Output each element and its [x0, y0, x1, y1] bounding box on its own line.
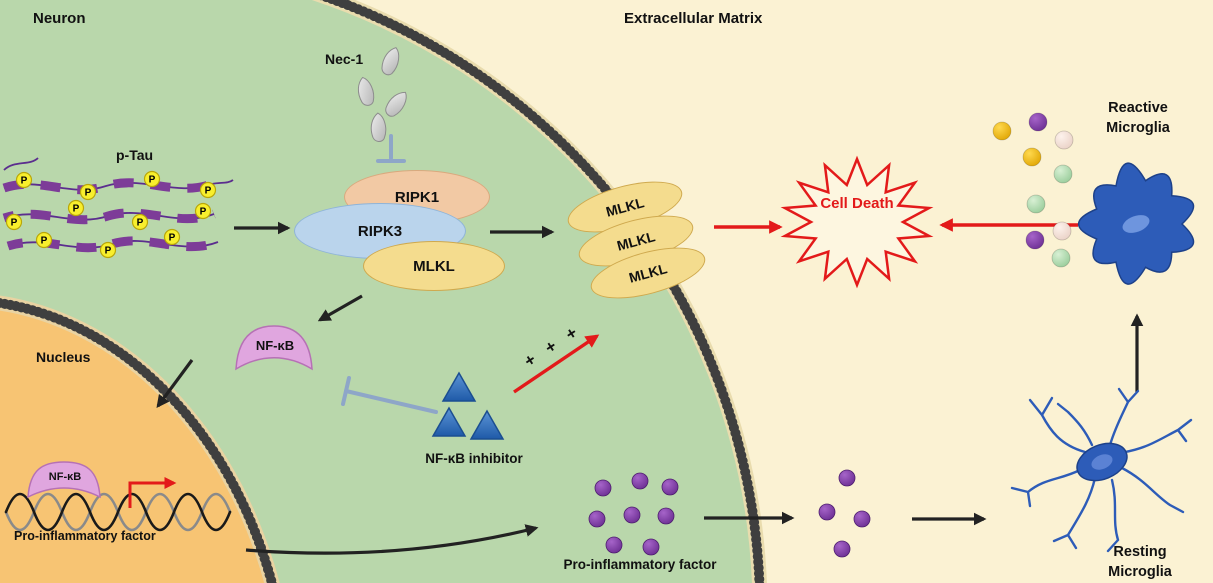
nucleus-label: Nucleus — [36, 349, 91, 365]
resting-microglia-label: Resting Microglia — [1108, 544, 1172, 581]
arrow-nucleus-to-factors — [245, 524, 539, 555]
signal-molecule-dots — [992, 112, 1074, 268]
nfkb-inhibition-line — [341, 376, 438, 414]
p-tau-label: p-Tau — [116, 147, 154, 163]
black-arrows — [156, 221, 1144, 555]
nfkb-nucleus-label: NF-κB — [48, 471, 82, 483]
ripk1-label: RIPK1 — [394, 188, 440, 206]
dna-helix — [4, 492, 232, 532]
ripk3-label: RIPK3 — [357, 222, 403, 240]
phospho-label: P — [205, 186, 212, 197]
phospho-label: P — [73, 204, 80, 215]
nfkb-shape — [235, 325, 313, 371]
phospho-label: P — [149, 175, 156, 186]
nfkb-nucleus-shape — [27, 461, 101, 499]
pro-inflammatory-cell-label: Pro-inflammatory factor — [563, 557, 717, 572]
phospho-label: P — [21, 176, 28, 187]
mlkl-label: MLKL — [413, 257, 455, 275]
nec1-molecules — [357, 47, 407, 142]
nfkb-inhibitor-label: NF-κB inhibitor — [425, 451, 523, 466]
mlkl-label: MLKL — [604, 194, 646, 220]
reactive-microglia-label: Reactive Microglia — [1106, 100, 1170, 137]
extracellular-matrix-label: Extracellular Matrix — [624, 10, 763, 27]
arrow-nfkb-to-nucleus — [156, 359, 194, 409]
phospho-label: P — [11, 218, 18, 229]
resting-microglia-shape — [1010, 387, 1193, 553]
phospho-label: P — [41, 236, 48, 247]
phospho-label: P — [200, 207, 207, 218]
phospho-label: P — [85, 188, 92, 199]
nec1-inhibition-line — [376, 134, 406, 163]
nfkb-label: NF-κB — [255, 338, 295, 353]
pro-inflammatory-nucleus-label: Pro-inflammatory factor — [14, 529, 156, 543]
transcription-arrow — [128, 477, 177, 508]
phospho-label: P — [105, 246, 112, 257]
arrow-complex-to-nfkb — [317, 294, 363, 322]
arrow-inhibitor-promote — [513, 334, 600, 394]
nfkb-inhibitor-triangles — [431, 371, 505, 440]
cell-death-label: Cell Death — [820, 195, 894, 212]
phospho-markers: P P P P P P P P P P P — [5, 170, 217, 259]
nucleus-body — [0, 303, 272, 583]
reactive-microglia-shape — [1077, 162, 1195, 285]
nec1-label: Nec-1 — [325, 51, 364, 67]
pro-inflammatory-dots-inside — [588, 472, 679, 556]
phospho-label: P — [137, 218, 144, 229]
pro-inflammatory-dots-outside — [818, 469, 871, 558]
cell-death-burst — [780, 155, 934, 289]
mlkl-label: MLKL — [627, 260, 669, 286]
mlkl-protein: MLKL — [363, 241, 505, 291]
neuron-label: Neuron — [33, 10, 86, 27]
phospho-label: P — [169, 233, 176, 244]
